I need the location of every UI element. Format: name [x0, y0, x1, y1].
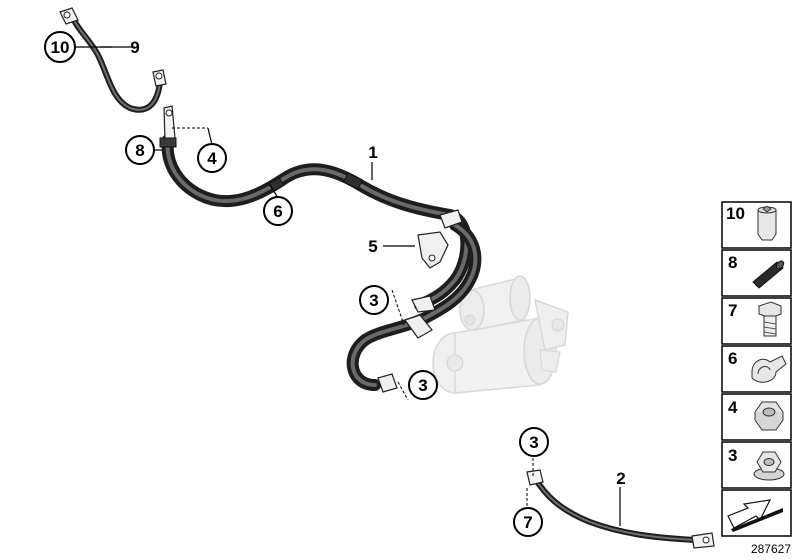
callout-5: 5 [368, 237, 377, 256]
svg-text:1: 1 [368, 143, 377, 162]
svg-text:7: 7 [523, 513, 532, 532]
svg-text:8: 8 [135, 141, 144, 160]
callout-6: 6 [263, 196, 293, 226]
callout-9: 9 [130, 38, 139, 57]
callout-2: 2 [616, 469, 625, 488]
panel-item-7: 7 [721, 297, 792, 345]
cable-1 [159, 105, 482, 391]
cable-2 [526, 469, 715, 549]
cable-9 [59, 7, 167, 113]
svg-text:7: 7 [728, 301, 737, 320]
svg-text:10: 10 [51, 38, 70, 57]
panel-item-8: 8 [721, 249, 792, 297]
terminal-clips [377, 295, 436, 393]
bracket-5 [417, 209, 463, 269]
svg-text:2: 2 [616, 469, 625, 488]
panel-item-3: 3 [721, 441, 792, 489]
svg-text:5: 5 [368, 237, 377, 256]
reference-number: 287627 [751, 542, 791, 556]
callout-8: 8 [125, 135, 155, 165]
callout-3-upper: 3 [359, 285, 389, 315]
leader-lines [75, 46, 621, 526]
panel-item-arrow [721, 489, 792, 537]
callout-4: 4 [197, 143, 227, 173]
panel-item-4: 4 [721, 393, 792, 441]
svg-text:9: 9 [130, 38, 139, 57]
panel-item-6: 6 [721, 345, 792, 393]
svg-text:6: 6 [728, 349, 737, 368]
parts-panel: 10 8 7 [721, 201, 792, 537]
callout-3-lower: 3 [408, 370, 438, 400]
svg-text:8: 8 [728, 253, 737, 272]
callout-3-bottom: 3 [519, 427, 549, 457]
panel-item-10: 10 [721, 201, 792, 249]
sleeve-tube-icon [752, 260, 785, 289]
callout-1: 1 [368, 143, 377, 162]
callout-7: 7 [513, 507, 543, 537]
svg-text:3: 3 [369, 291, 378, 310]
bolt-icon [758, 301, 782, 337]
svg-text:10: 10 [726, 204, 745, 223]
screw-insert-icon [757, 205, 777, 241]
svg-text:4: 4 [207, 149, 217, 168]
cable-clip-icon [751, 355, 787, 383]
hex-nut-flange-icon [753, 451, 785, 481]
svg-text:3: 3 [728, 446, 737, 465]
starter-motor [432, 275, 569, 394]
callout-10: 10 [44, 31, 76, 63]
exploded-view-arrow-icon [727, 499, 783, 532]
svg-text:6: 6 [273, 202, 282, 221]
svg-text:4: 4 [728, 398, 738, 417]
svg-text:3: 3 [529, 433, 538, 452]
hex-nut-collar-icon [754, 401, 784, 431]
svg-text:3: 3 [418, 376, 427, 395]
